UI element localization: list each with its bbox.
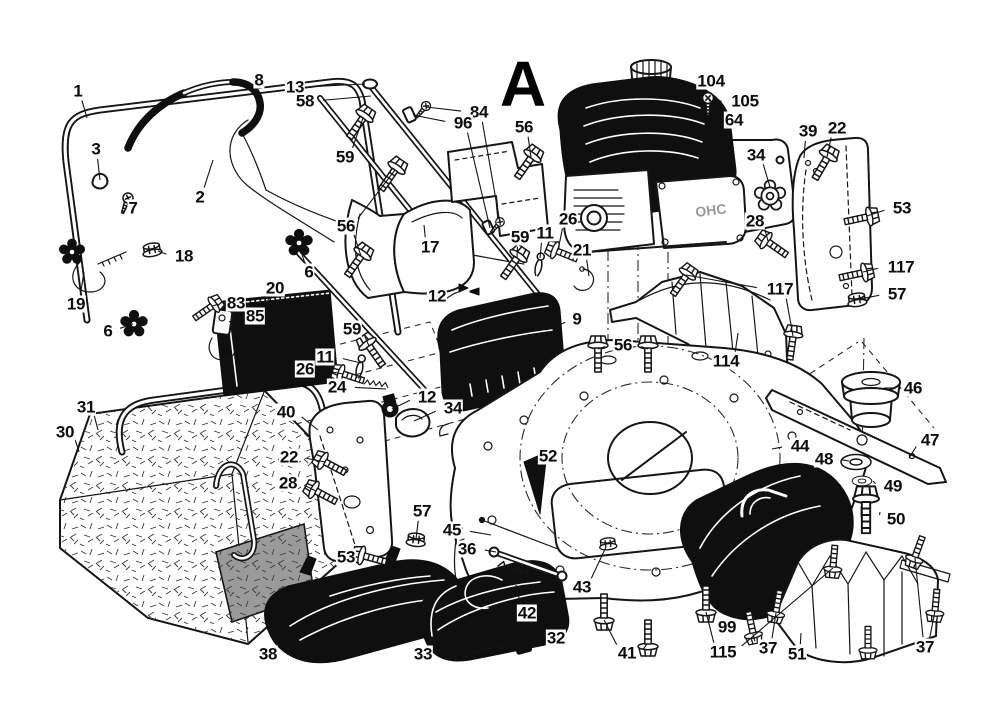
leader-lines bbox=[74, 81, 936, 653]
engine-badge: OHC bbox=[694, 200, 727, 220]
support-tray-51 bbox=[773, 538, 951, 664]
upper-handle bbox=[61, 77, 402, 336]
support-bracket-39 bbox=[791, 136, 873, 312]
rear-panel bbox=[213, 289, 339, 397]
left-small-parts bbox=[72, 172, 236, 361]
console-brace-96 bbox=[402, 106, 549, 237]
blade-adapter-46 bbox=[841, 371, 901, 428]
grass-bag bbox=[59, 378, 342, 645]
front-covers bbox=[264, 545, 570, 664]
handle-bracket-40 bbox=[308, 399, 394, 563]
figure-variant-label: A bbox=[499, 48, 547, 120]
pivot-and-lever-cluster bbox=[381, 283, 480, 438]
engine: OHC bbox=[557, 59, 747, 253]
